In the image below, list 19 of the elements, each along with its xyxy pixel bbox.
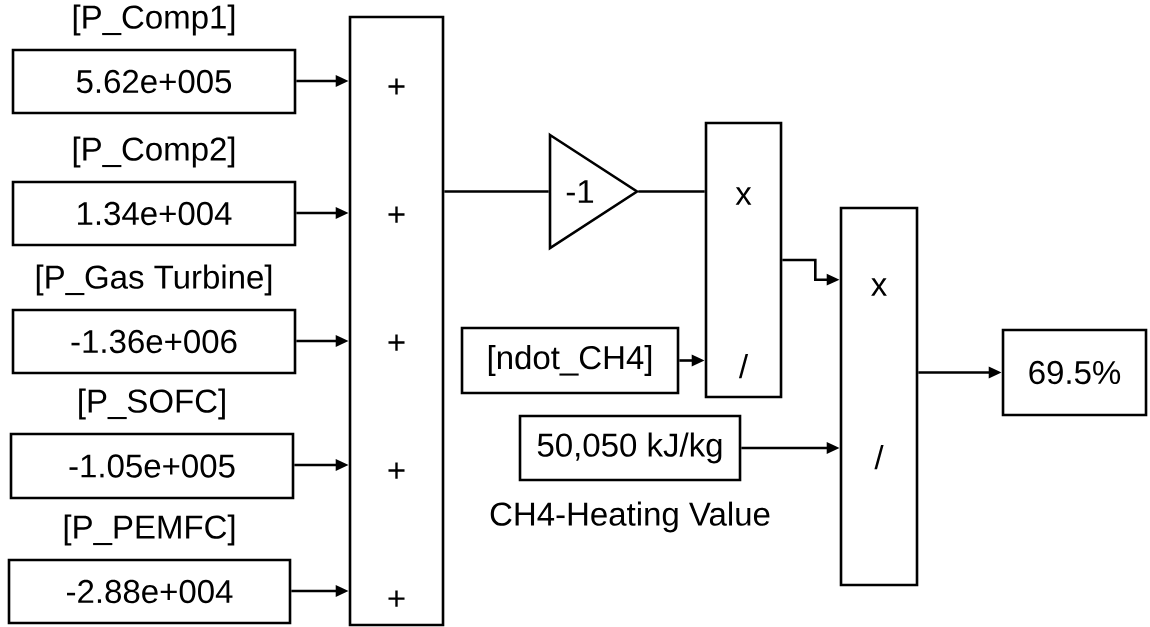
display-box: -2.88e+004	[7, 558, 292, 625]
block-label: [P_Gas Turbine]	[36, 264, 272, 296]
block-label: [P_PEMFC]	[64, 514, 235, 546]
product-block: x /	[839, 206, 919, 587]
product-block: x /	[704, 121, 783, 399]
block-label: [P_Comp2]	[73, 136, 235, 168]
connector-line	[444, 190, 549, 193]
constant-box: 50,050 kJ/kg	[518, 414, 742, 482]
display-box: -1.05e+005	[9, 432, 295, 500]
signal-box: [ndot_CH4]	[460, 326, 680, 395]
display-box: -1.36e+006	[11, 308, 297, 375]
connector-line	[638, 190, 705, 193]
display-box: 69.5%	[1001, 328, 1148, 417]
display-box: 1.34e+004	[11, 180, 297, 247]
block-caption: CH4-Heating Value	[490, 501, 770, 533]
block-label: [P_SOFC]	[79, 388, 225, 420]
block-label: [P_Comp1]	[73, 4, 235, 36]
display-box: 5.62e+005	[11, 48, 297, 115]
sum-block: + + + + +	[348, 15, 445, 627]
